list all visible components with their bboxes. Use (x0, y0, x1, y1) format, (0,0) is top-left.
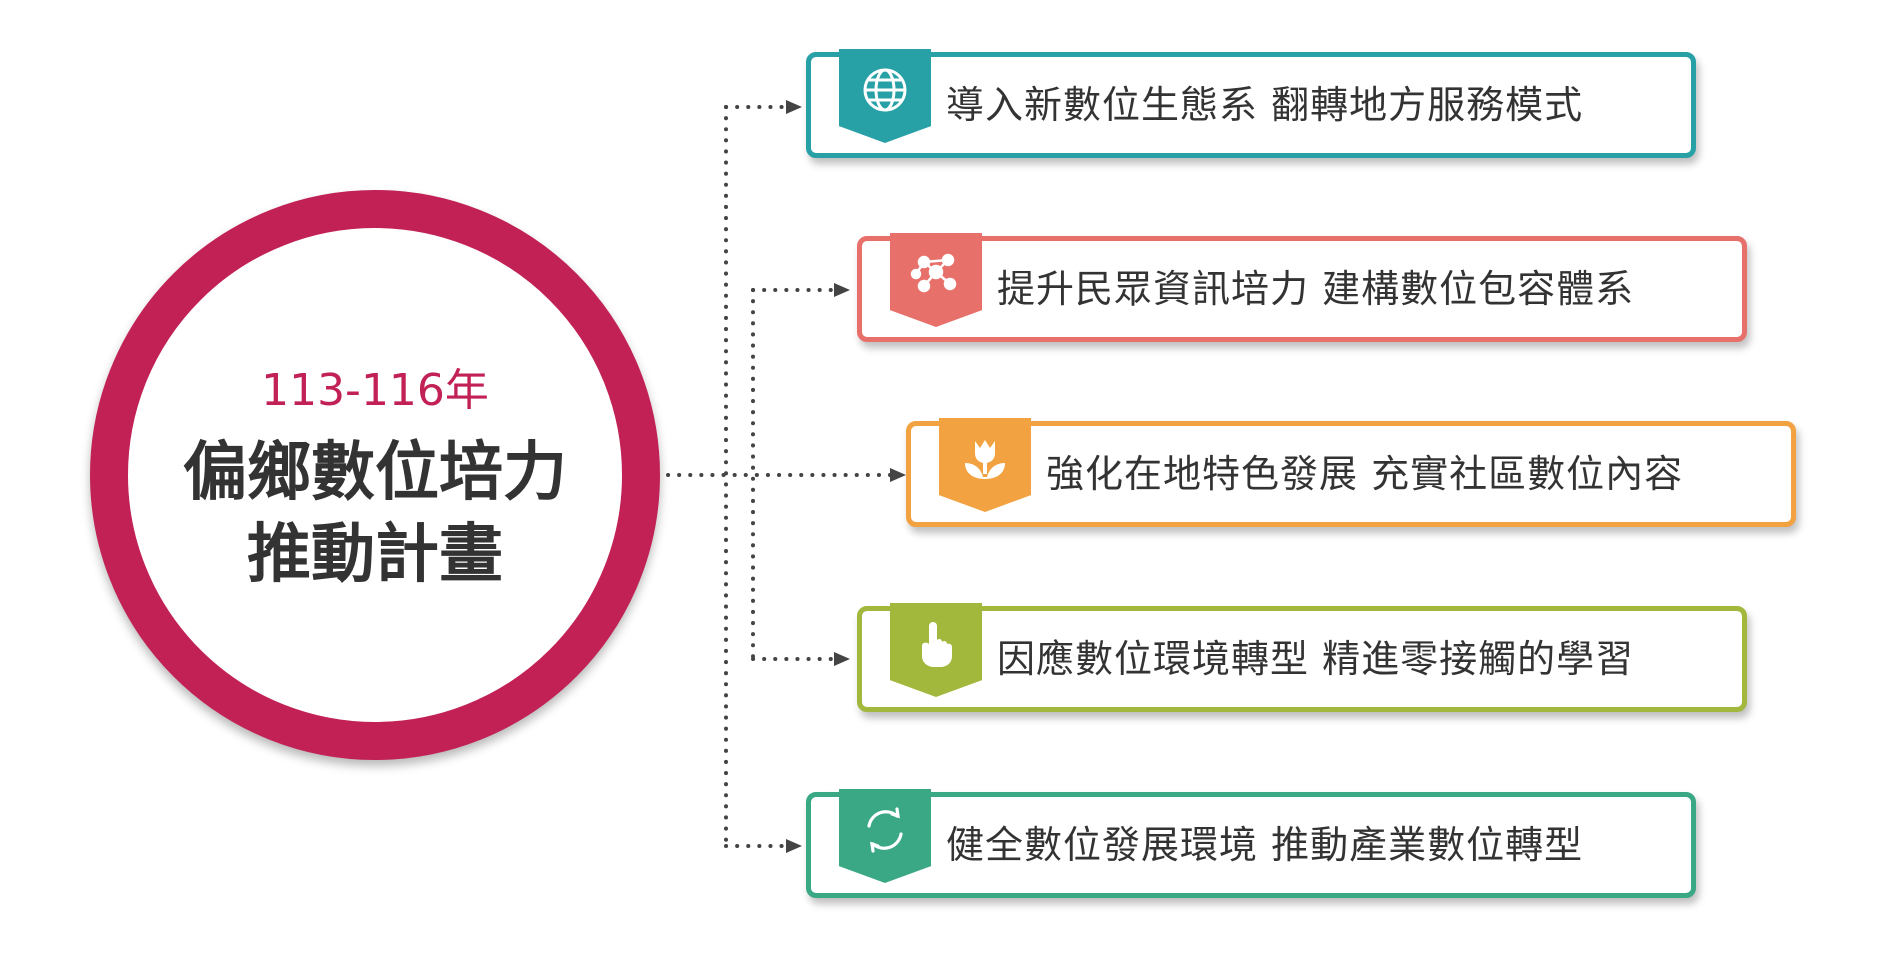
goal-label-4: 因應數位環境轉型 精進零接觸的學習 (997, 637, 1635, 681)
goal-badge-2 (890, 233, 982, 327)
goal-badge-1 (839, 49, 931, 143)
goal-label-5: 健全數位發展環境 推動產業數位轉型 (946, 823, 1584, 867)
goal-label-1: 導入新數位生態系 翻轉地方服務模式 (946, 83, 1584, 127)
pointing-hand-icon (922, 622, 952, 667)
tulip-icon (965, 440, 1005, 479)
goal-card-2: 提升民眾資訊培力 建構數位包容體系 (857, 233, 1747, 342)
goal-card-5: 健全數位發展環境 推動產業數位轉型 (806, 789, 1696, 898)
goal-badge-5 (839, 789, 931, 883)
goal-card-4: 因應數位環境轉型 精進零接觸的學習 (857, 603, 1747, 712)
goal-badge-4 (890, 603, 982, 697)
goal-label-2: 提升民眾資訊培力 建構數位包容體系 (997, 267, 1635, 311)
arrowhead-4 (834, 652, 850, 666)
arrowhead-2 (834, 283, 850, 297)
arrowhead-5 (786, 839, 802, 853)
goal-label-3: 強化在地特色發展 充實社區數位內容 (1046, 452, 1684, 496)
goal-badge-3 (939, 418, 1031, 512)
program-years: 113-116年 (261, 365, 489, 416)
program-title: 偏鄉數位培力 推動計畫 (183, 432, 567, 596)
program-title-line-1: 偏鄉數位培力 (183, 436, 567, 510)
program-hub-circle: 113-116年 偏鄉數位培力 推動計畫 (90, 190, 660, 760)
refresh-cycle-icon (867, 807, 903, 853)
arrowhead-1 (786, 100, 802, 114)
goal-card-1: 導入新數位生態系 翻轉地方服務模式 (806, 49, 1696, 158)
program-title-line-2: 推動計畫 (247, 518, 503, 592)
goal-card-3: 強化在地特色發展 充實社區數位內容 (906, 418, 1796, 527)
globe-icon (863, 68, 907, 112)
people-network-icon (910, 253, 957, 293)
arrowhead-3 (890, 468, 906, 482)
